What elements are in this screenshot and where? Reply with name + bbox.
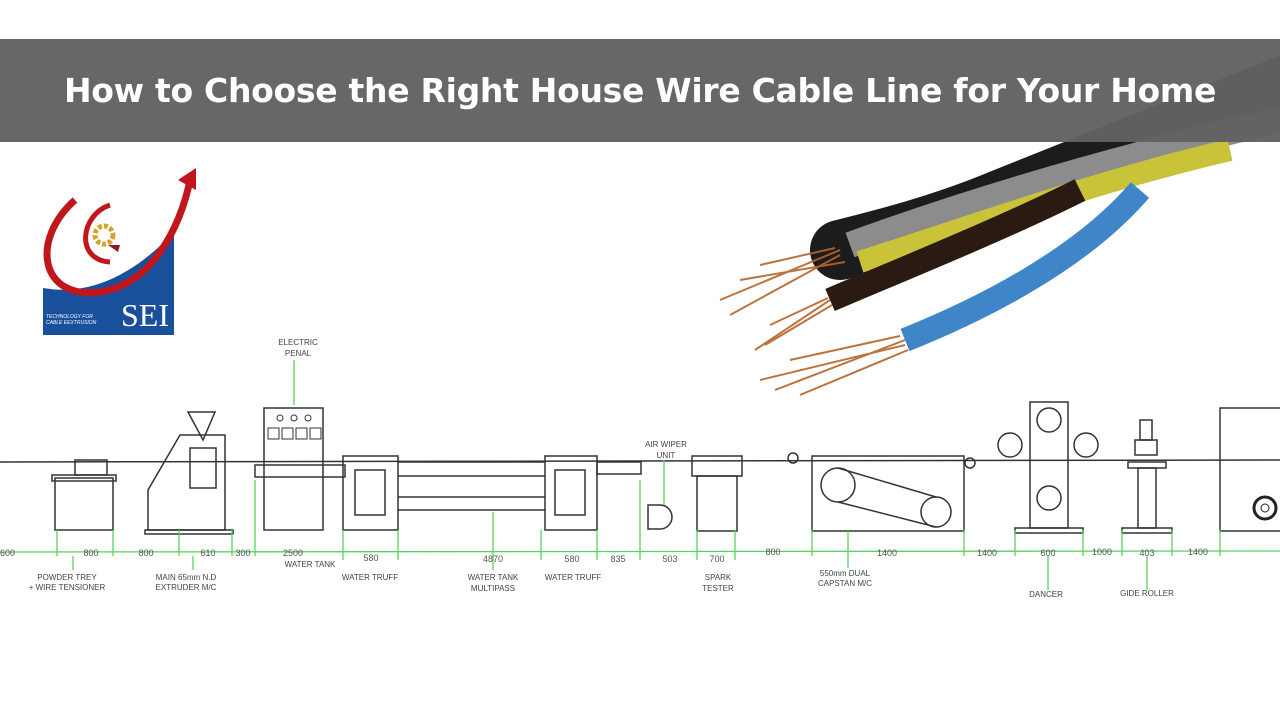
label-capstan-2: CAPSTAN M/C: [818, 579, 872, 588]
gear-icon: [92, 223, 116, 247]
label-dancer: DANCER: [1029, 590, 1063, 599]
label-electric-panel-2: PENAL: [285, 349, 312, 358]
dimension-label: 1000: [1092, 547, 1112, 557]
dimension-label: 403: [1139, 548, 1154, 558]
label-electric-panel: ELECTRIC: [278, 338, 318, 347]
dimension-label: 503: [662, 554, 677, 564]
powder-trey-machine: [51, 459, 117, 531]
dimension-label: 1400: [877, 548, 897, 558]
dimension-label: 600: [1040, 548, 1055, 558]
page-title: How to Choose the Right House Wire Cable…: [63, 71, 1217, 110]
dimension-label: 2500: [283, 548, 303, 558]
dimension-label: 835: [610, 554, 625, 564]
water-truff-2: [544, 455, 598, 531]
water-tank-multipass: [398, 461, 545, 511]
label-air-wiper: AIR WIPER: [645, 440, 687, 449]
dimension-label: 1400: [1188, 547, 1208, 557]
dimension-label: 580: [564, 554, 579, 564]
label-water-truff-1: WATER TRUFF: [342, 573, 398, 582]
label-extruder: MAIN 65mm N.D: [156, 573, 217, 582]
logo-brand: SEI: [121, 297, 169, 333]
label-water-truff-2: WATER TRUFF: [545, 573, 601, 582]
dimension-label: 300: [235, 548, 250, 558]
title-banner: How to Choose the Right House Wire Cable…: [0, 39, 1280, 142]
label-multipass: WATER TANK: [468, 573, 519, 582]
dimension-label: 800: [138, 548, 153, 558]
label-capstan: 550mm DUAL: [820, 569, 871, 578]
label-powder-trey-2: + WIRE TENSIONER: [29, 583, 106, 592]
dimension-label: 610: [200, 548, 215, 558]
dimension-label: 4870: [483, 554, 503, 564]
dimension-label: 1400: [977, 548, 997, 558]
dancer-machine: [997, 401, 1099, 534]
take-up-machine: [1219, 407, 1280, 532]
capstan-machine: [811, 455, 976, 532]
electric-panel: [254, 407, 346, 531]
water-truff-1: [342, 455, 399, 531]
dimension-label: 700: [709, 554, 724, 564]
label-multipass-2: MULTIPASS: [471, 584, 515, 593]
label-extruder-2: EXTRUDER M/C: [156, 583, 217, 592]
dimension-label: 800: [765, 547, 780, 557]
logo-tagline-1: TECHNOLOGY FOR: [46, 314, 93, 320]
extruder-machine: [144, 411, 234, 535]
label-spark-tester: SPARK: [705, 573, 732, 582]
label-water-tank: WATER TANK: [285, 560, 336, 569]
label-air-wiper-2: UNIT: [657, 451, 676, 460]
dimension-label: 800: [83, 548, 98, 558]
label-guide-roller: GIDE ROLLER: [1120, 589, 1174, 598]
dimension-label: 580: [363, 553, 378, 563]
logo-tagline-2: CABLE EEXTRUSION: [46, 320, 97, 326]
air-wiper-unit: [647, 504, 673, 530]
label-powder-trey: POWDER TREY: [37, 573, 97, 582]
dimension-label: 1600: [0, 548, 15, 558]
label-spark-tester-2: TESTER: [702, 584, 734, 593]
